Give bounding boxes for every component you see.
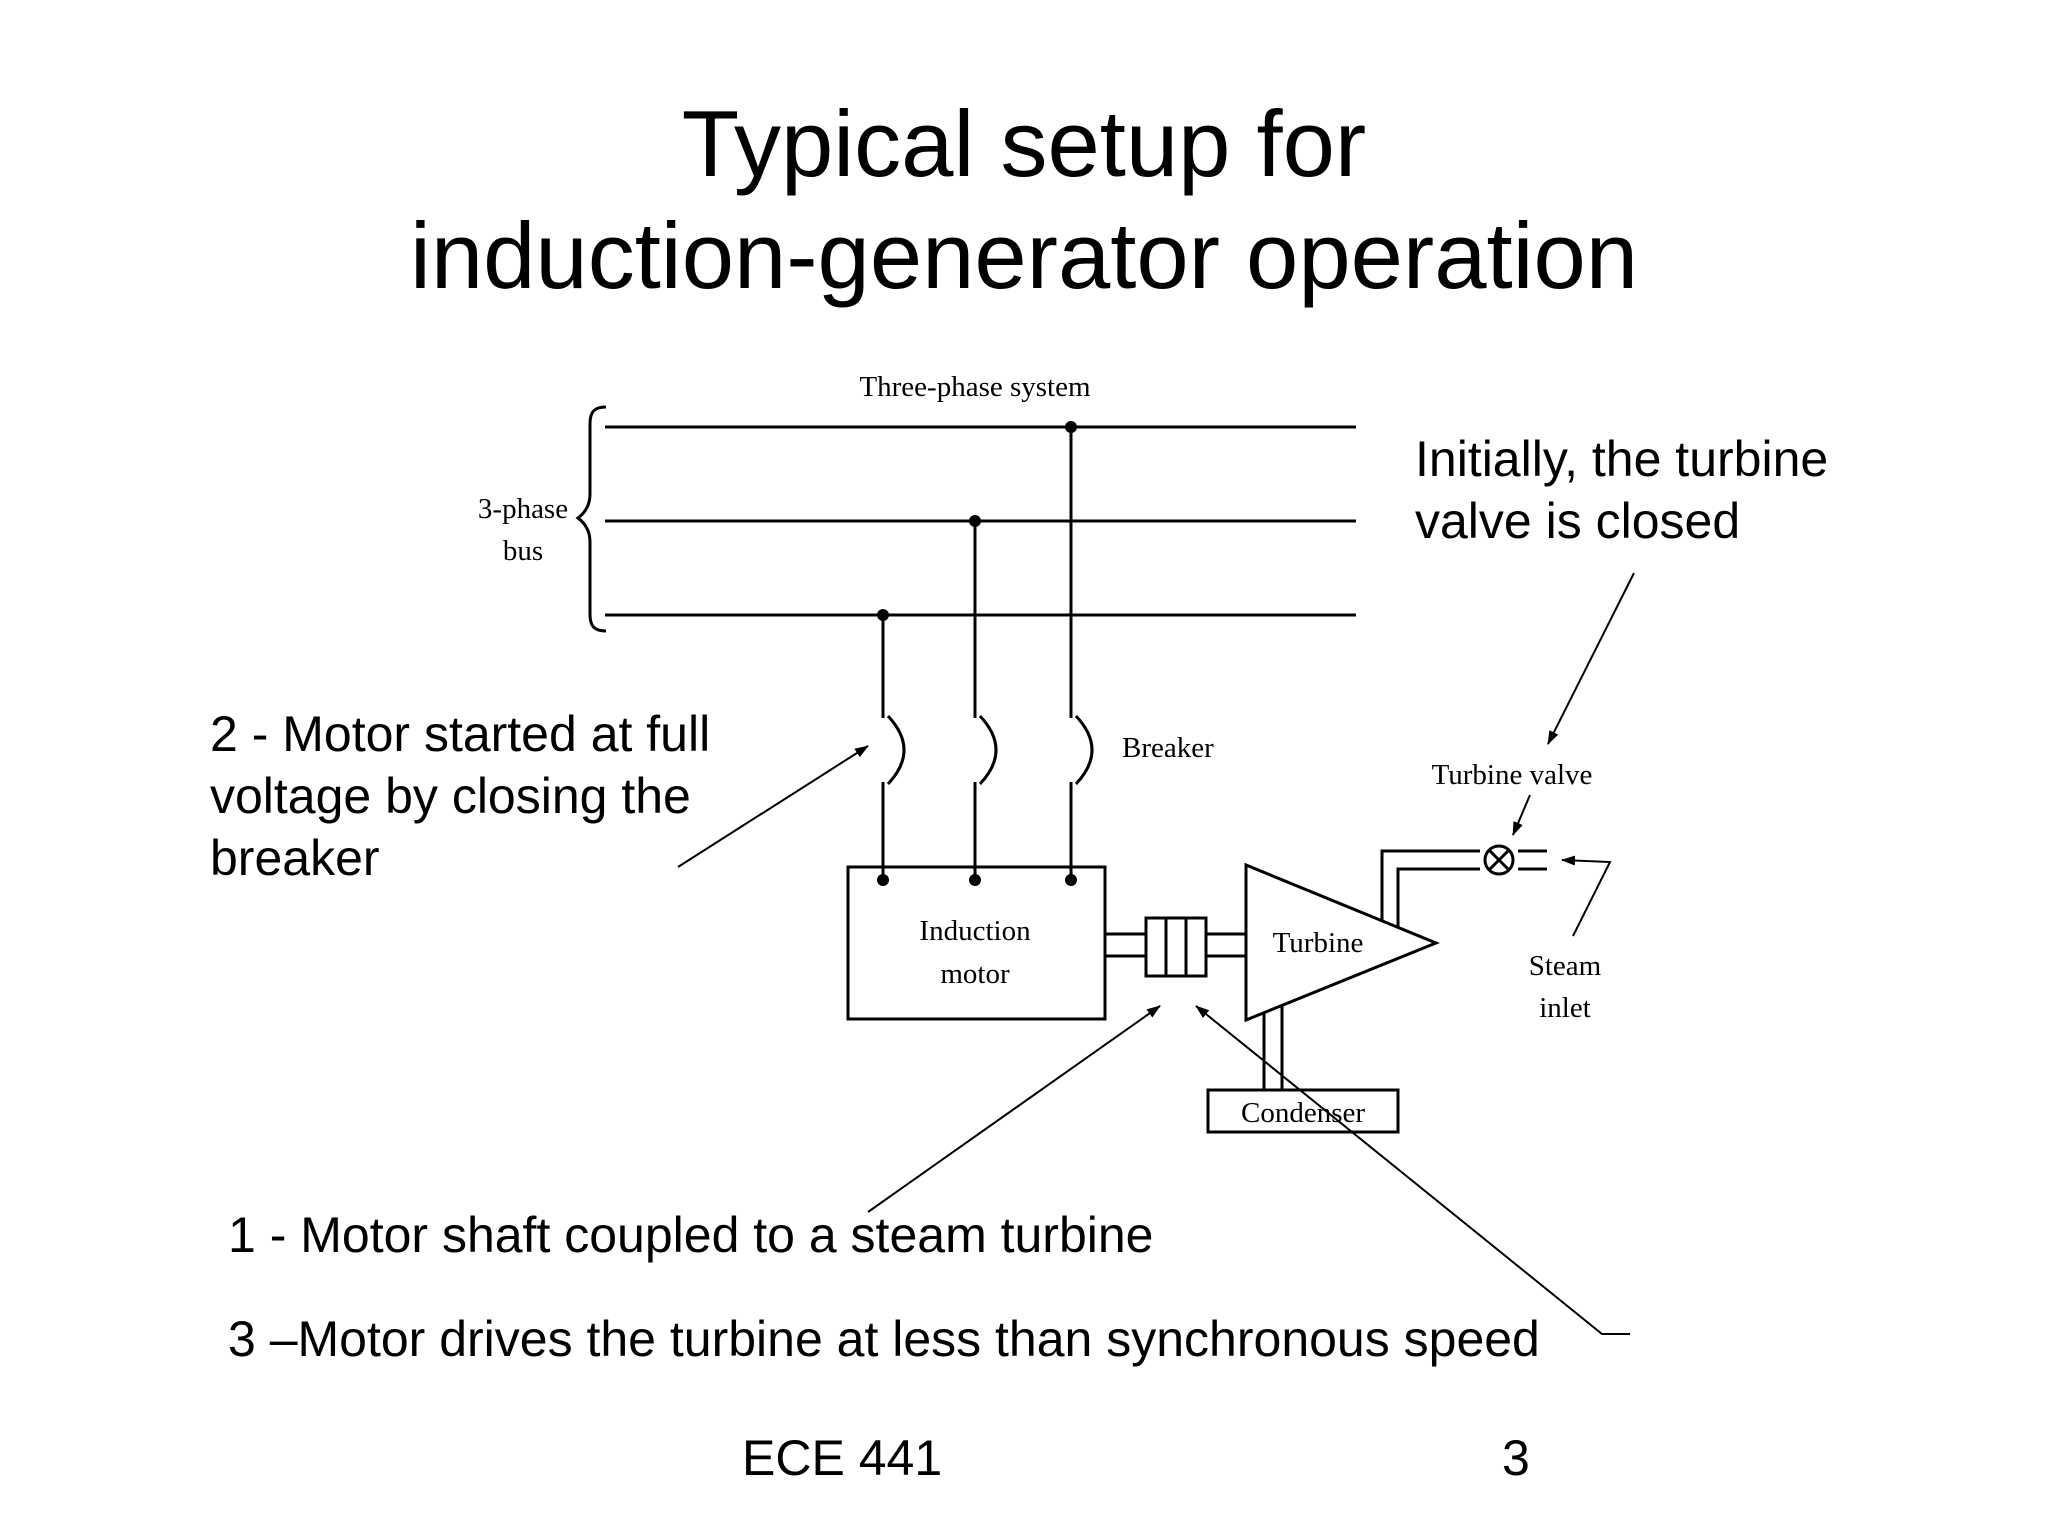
annotation-line: Initially, the turbine	[1415, 431, 1829, 487]
bus-label-line-2: bus	[503, 535, 543, 567]
motor-shaft	[1105, 932, 1246, 958]
bus-label-line-1: 3-phase	[478, 493, 568, 525]
breaker-arc	[886, 714, 906, 786]
turbine-label: Turbine	[1273, 927, 1364, 959]
bus-brace	[575, 405, 607, 633]
annotation-line: breaker	[210, 830, 380, 886]
induction-motor-box	[846, 865, 1107, 1021]
shaft-coupling	[1144, 916, 1208, 978]
condenser-box	[1206, 1088, 1400, 1134]
turbine-symbol	[1244, 862, 1440, 1023]
turbine-valve-label: Turbine valve	[1432, 759, 1593, 791]
breaker-arrow	[677, 745, 869, 868]
breaker-label: Breaker	[1122, 732, 1214, 764]
page-number: 3	[1502, 1430, 1530, 1486]
condenser-label: Condenser	[1241, 1097, 1365, 1129]
condenser-pipe	[1262, 1006, 1284, 1090]
motor-label-line-2: motor	[940, 958, 1010, 990]
turbine-valve-symbol	[1483, 844, 1515, 876]
annotation-breaker: 2 - Motor started at full voltage by clo…	[210, 703, 710, 889]
steam-label-line-2: inlet	[1539, 992, 1591, 1024]
annotation-line: valve is closed	[1415, 493, 1741, 549]
annotation-line: 2 - Motor started at full	[210, 706, 711, 762]
annotation-shaft-coupled: 1 - Motor shaft coupled to a steam turbi…	[228, 1207, 1154, 1263]
motor-terminals	[877, 874, 1077, 886]
annotation-line: voltage by closing the	[210, 768, 691, 824]
annotation-motor-drives: 3 –Motor drives the turbine at less than…	[228, 1311, 1540, 1367]
breaker-arc	[978, 714, 998, 786]
coupling-arrow	[867, 1005, 1161, 1213]
footer-course: ECE 441	[742, 1430, 943, 1486]
label-pointers	[1512, 794, 1612, 937]
annotation-arrows	[677, 572, 1635, 1335]
breaker-feeders	[881, 427, 1073, 880]
steam-label-line-1: Steam	[1529, 950, 1602, 982]
slide-title: Typical setup for induction-generator op…	[0, 88, 2048, 312]
system-label: Three-phase system	[859, 371, 1091, 403]
title-line-2: induction-generator operation	[409, 203, 1639, 308]
motor-label-line-1: Induction	[919, 915, 1031, 947]
drives-arrow	[1195, 1005, 1630, 1335]
steam-pipe	[1380, 849, 1547, 927]
breaker-arc	[1074, 714, 1094, 786]
breaker-symbols	[886, 714, 1094, 786]
title-line-1: Typical setup for	[681, 91, 1367, 196]
annotation-turbine-valve: Initially, the turbine valve is closed	[1415, 428, 1828, 552]
valve-arrow	[1547, 572, 1635, 745]
